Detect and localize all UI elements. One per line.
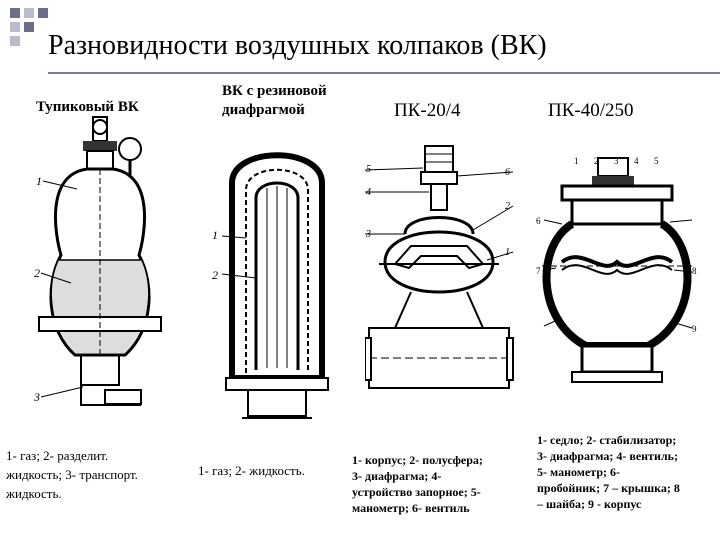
caption-line: 1- корпус; 2- полусфера; <box>352 453 483 467</box>
caption-pk-40-250: 1- седло; 2- стабилизатор; 3- диафрагма;… <box>537 432 680 512</box>
callout-6: 6 <box>505 167 510 178</box>
corner-square <box>24 22 34 32</box>
callout-1: 1 <box>212 228 218 242</box>
callout-7: 7 <box>536 266 541 276</box>
caption-line: – шайба; 9 - корпус <box>537 497 642 511</box>
heading-pk-40-250: ПК-40/250 <box>548 100 634 121</box>
caption-line: 1- седло; 2- стабилизатор; <box>537 433 677 447</box>
diagram-dead-end-chamber <box>25 115 175 425</box>
corner-square <box>24 8 34 18</box>
callout-2: 2 <box>505 201 510 212</box>
callout-9: 9 <box>692 324 697 334</box>
caption-line: манометр; 6- вентиль <box>352 501 470 515</box>
callout-4: 4 <box>634 156 639 166</box>
callout-3: 3 <box>34 390 40 404</box>
slide-title: Разновидности воздушных колпаков (ВК) <box>48 30 547 61</box>
callout-4: 4 <box>366 187 371 198</box>
caption-line: 3- диафрагма; 4- вентиль; <box>537 449 678 463</box>
heading-diaphragm-line-2: диафрагмой <box>222 102 305 118</box>
callout-2: 2 <box>212 268 218 282</box>
caption-dead-end: 1- газ; 2- разделит. жидкость; 3- трансп… <box>6 446 138 503</box>
callout-2: 2 <box>594 156 599 166</box>
callout-3: 3 <box>614 156 619 166</box>
callout-8: 8 <box>692 266 697 276</box>
caption-line: жидкость; 3- транспорт. <box>6 467 138 482</box>
diagram-diaphragm-chamber <box>222 128 332 428</box>
callout-2: 2 <box>34 266 40 280</box>
callout-1: 1 <box>574 156 579 166</box>
callout-1: 1 <box>36 174 42 188</box>
diagram-pk-40-250 <box>532 150 702 390</box>
diagram-pk-20-4 <box>365 142 515 422</box>
caption-line: 1- газ; 2- жидкость. <box>198 463 305 478</box>
title-underline <box>48 72 720 74</box>
callout-3: 3 <box>366 229 371 240</box>
caption-pk-20-4: 1- корпус; 2- полусфера; 3- диафрагма; 4… <box>352 452 483 516</box>
caption-line: жидкость. <box>6 486 62 501</box>
corner-square <box>10 36 20 46</box>
callout-6: 6 <box>536 216 541 226</box>
caption-line: 1- газ; 2- разделит. <box>6 448 109 463</box>
corner-square <box>10 22 20 32</box>
heading-diaphragm-line-1: ВК с резиновой <box>222 83 327 99</box>
caption-line: 5- манометр; 6- <box>537 465 620 479</box>
callout-5: 5 <box>654 156 659 166</box>
corner-square <box>38 8 48 18</box>
caption-line: устройство запорное; 5- <box>352 485 481 499</box>
heading-pk-20-4: ПК-20/4 <box>394 100 461 121</box>
corner-square <box>10 8 20 18</box>
caption-line: пробойник; 7 – крышка; 8 <box>537 481 680 495</box>
caption-diaphragm: 1- газ; 2- жидкость. <box>198 462 305 479</box>
callout-1: 1 <box>505 247 510 258</box>
heading-dead-end: Тупиковый ВК <box>36 99 139 115</box>
caption-line: 3- диафрагма; 4- <box>352 469 442 483</box>
callout-5: 5 <box>366 164 371 175</box>
